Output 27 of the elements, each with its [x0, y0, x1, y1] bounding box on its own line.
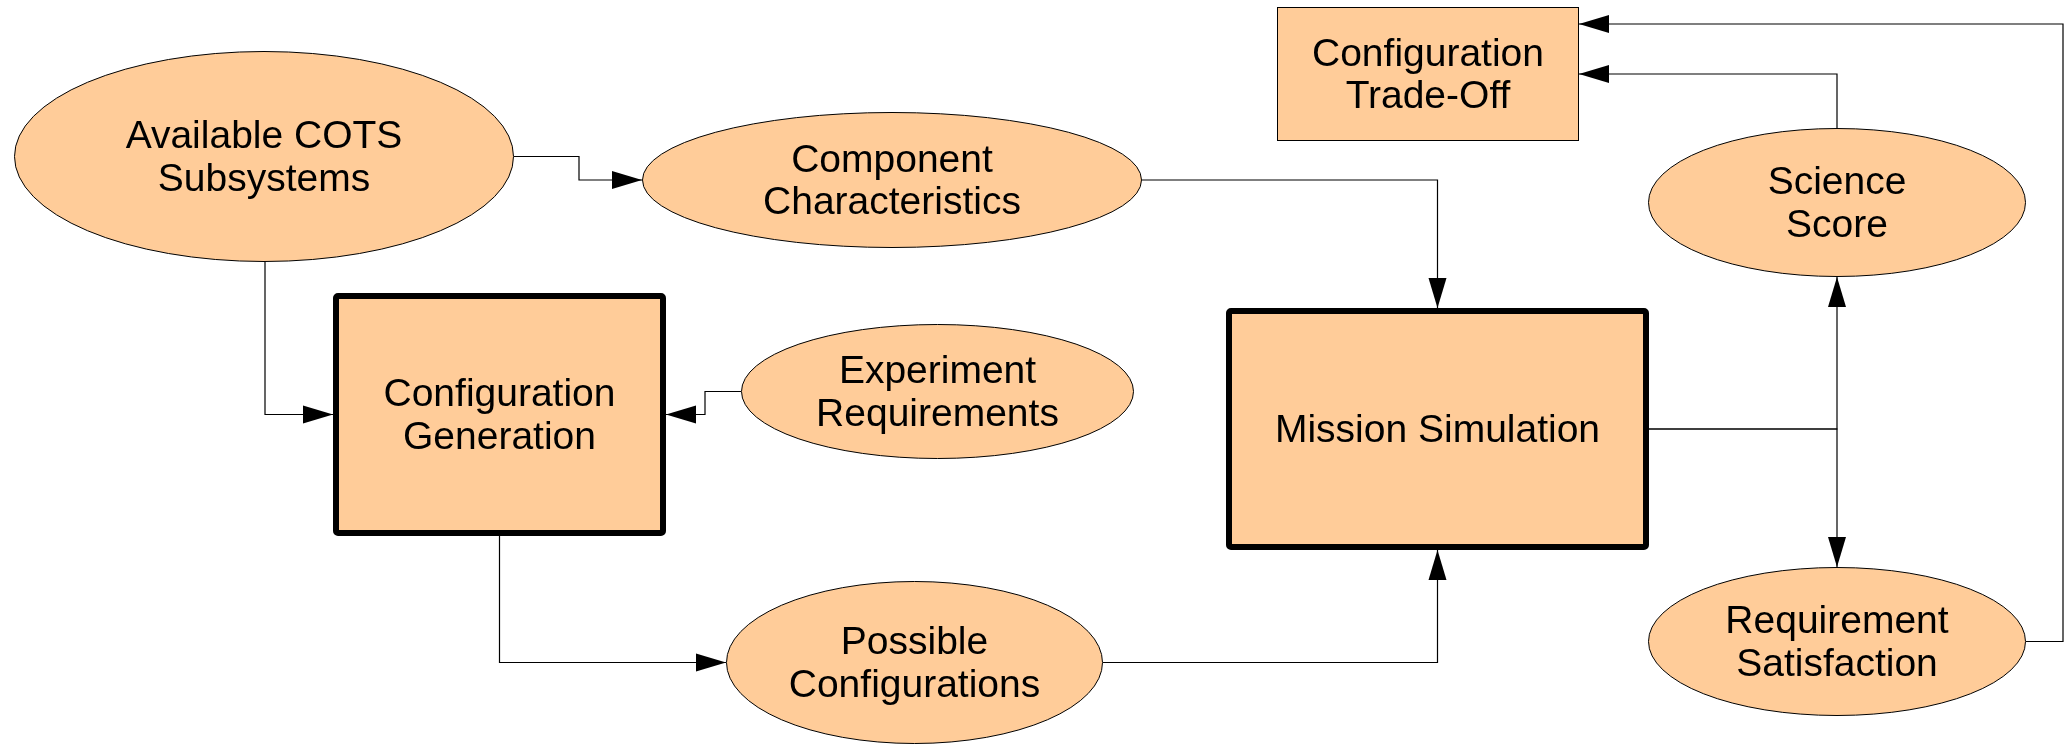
ellipse-node	[726, 581, 1103, 744]
ellipse-node	[14, 51, 514, 262]
node-label: Configuration Trade-Off	[1311, 31, 1545, 117]
arrow	[1141, 179, 1447, 309]
ellipse-node	[1648, 128, 2026, 277]
node-label: Component Characteristics	[762, 137, 1022, 223]
ellipse-node	[1648, 567, 2026, 716]
output-box	[1277, 7, 1579, 141]
node-label: Science Score	[1766, 160, 1908, 245]
node-label: Available COTS Subsystems	[124, 114, 404, 199]
node-label: Requirement Satisfaction	[1724, 599, 1950, 684]
node-label: Possible Configurations	[787, 620, 1042, 705]
arrow	[1648, 428, 1846, 568]
node-label: Experiment Requirements	[815, 349, 1060, 434]
arrow	[1578, 15, 2064, 643]
node-label: Configuration Generation	[382, 372, 617, 457]
arrow	[1102, 549, 1447, 664]
process-box	[333, 293, 666, 536]
ellipse-node	[642, 112, 1142, 248]
ellipse-node	[741, 324, 1134, 459]
arrow	[665, 390, 742, 424]
arrow	[498, 535, 727, 672]
process-box	[1226, 308, 1649, 550]
arrow	[513, 155, 643, 189]
arrow	[1578, 65, 1838, 129]
node-label: Mission Simulation	[1274, 407, 1601, 451]
arrow	[264, 261, 334, 424]
